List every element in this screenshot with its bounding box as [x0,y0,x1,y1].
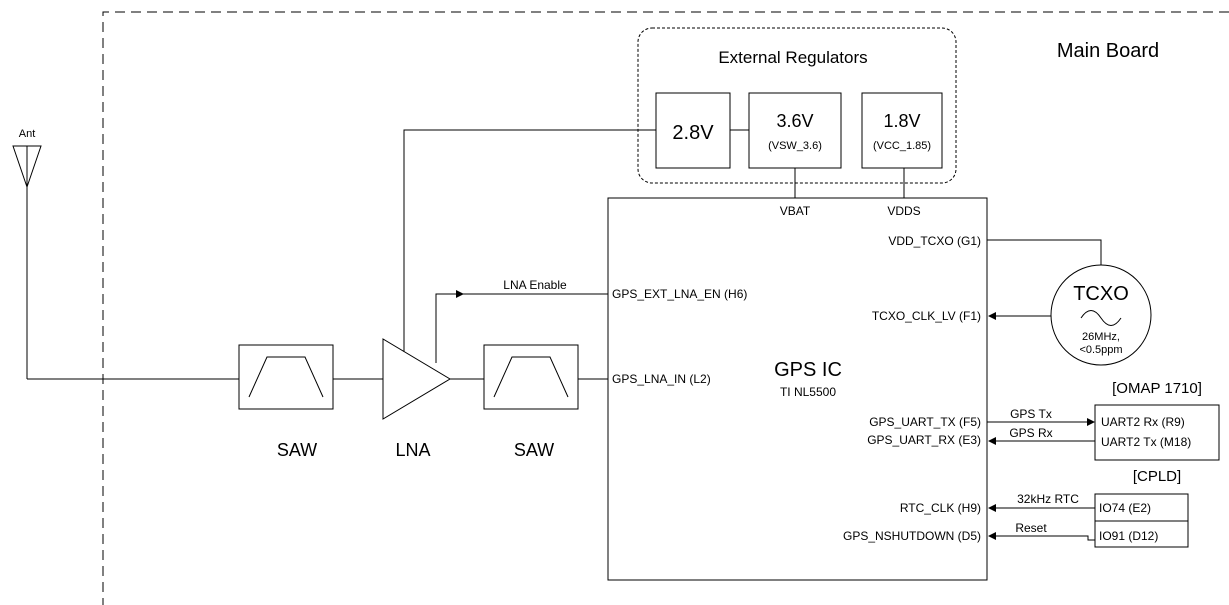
omap-block [1094,404,1220,461]
tcxo-freq: 26MHz, [1082,331,1120,343]
rtc-signal-label: 32kHz RTC [1017,492,1079,506]
reset-signal-label: Reset [1015,521,1047,535]
pin-rtc-clk: RTC_CLK (H9) [900,501,981,515]
main-board-label: Main Board [1057,40,1159,62]
regulator-3v6-label: 3.6V [776,111,813,131]
tcxo-clk-arrow-icon [988,312,996,320]
pin-nshutdown: GPS_NSHUTDOWN (D5) [843,529,981,543]
pin-vdd-tcxo: VDD_TCXO (G1) [888,234,981,248]
wire-vdd-tcxo [987,239,1102,265]
pin-lna-in: GPS_LNA_IN (L2) [612,372,711,386]
main-board-boundary [102,11,1229,605]
regulator-2v8 [655,92,731,169]
omap-uart-rx: UART2 Rx (R9) [1101,415,1185,429]
external-regulators-group [637,27,957,184]
gps-ic-subtitle: TI NL5500 [780,385,836,399]
lna-enable-label: LNA Enable [503,278,567,292]
tcxo-title: TCXO [1073,283,1129,305]
tcxo-oscillator [1050,264,1152,366]
saw-filter-2 [483,344,579,410]
saw2-label: SAW [514,440,554,460]
pin-uart-tx: GPS_UART_TX (F5) [869,415,981,429]
gps-vdds-label: VDDS [887,204,920,218]
pin-tcxo-clk: TCXO_CLK_LV (F1) [872,309,981,323]
saw-filter-1 [238,344,334,410]
lna-label: LNA [395,440,430,460]
cpld-io74: IO74 (E2) [1099,501,1151,515]
omap-uart-tx: UART2 Tx (M18) [1101,435,1191,449]
regulator-1v8 [861,92,943,169]
gps-ic-title: GPS IC [774,359,842,381]
regulator-3v6-sub: (VSW_3.6) [768,140,822,152]
lna-amplifier-icon [382,338,451,420]
regulator-1v8-sub: (VCC_1.85) [873,140,931,152]
gps-vbat-label: VBAT [780,204,811,218]
wire-reset [996,535,1095,541]
wire-2v8-to-lna [403,129,656,352]
sine-wave-icon [1080,310,1122,326]
cpld-title: [CPLD] [1133,468,1181,485]
gps-rx-label: GPS Rx [1009,426,1052,440]
antenna-icon [12,145,42,379]
rtc-arrow-icon [988,504,996,512]
gps-tx-label: GPS Tx [1010,407,1052,421]
cpld-io91-block [1094,520,1189,548]
gps-rx-arrow-icon [988,437,996,445]
regulator-3v6 [748,92,842,169]
antenna-label: Ant [19,128,36,140]
cpld-io91: IO91 (D12) [1099,529,1158,543]
tcxo-ppm: <0.5ppm [1079,344,1122,356]
wire-lna-enable [435,293,608,363]
pin-ext-lna-en: GPS_EXT_LNA_EN (H6) [612,287,747,301]
omap-title: [OMAP 1710] [1112,380,1202,397]
gps-ic-block [607,197,988,581]
gps-tx-arrow-icon [1087,418,1095,426]
saw1-label: SAW [277,440,317,460]
pin-uart-rx: GPS_UART_RX (E3) [867,433,981,447]
reset-arrow-icon [988,532,996,540]
regulator-1v8-label: 1.8V [883,111,920,131]
regulator-2v8-label: 2.8V [672,122,714,144]
lna-enable-arrow-icon [456,290,464,298]
external-regulators-title: External Regulators [718,48,867,67]
